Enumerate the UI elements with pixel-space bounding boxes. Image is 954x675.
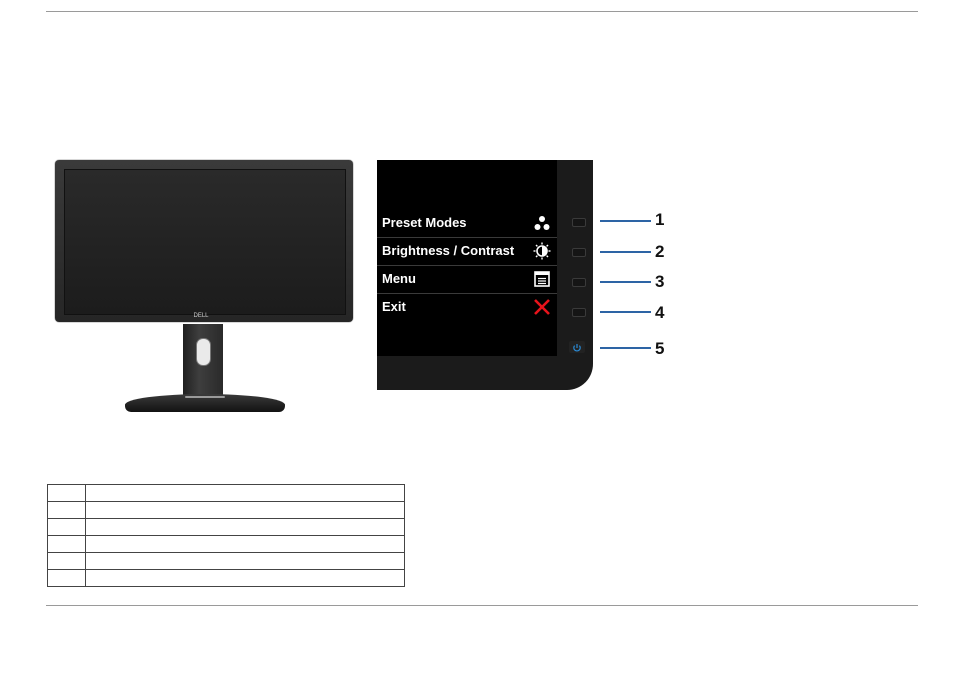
callout-line-4 bbox=[600, 311, 651, 313]
monitor-button-4[interactable] bbox=[572, 308, 586, 317]
monitor-button-3[interactable] bbox=[572, 278, 586, 287]
dell-logo: DELL bbox=[190, 313, 212, 319]
top-rule bbox=[46, 11, 918, 12]
preset-modes-icon bbox=[533, 214, 551, 232]
monitor-button-2[interactable] bbox=[572, 248, 586, 257]
bottom-rule bbox=[46, 605, 918, 606]
cable-management-slot bbox=[196, 338, 211, 366]
osd-item-label: Brightness / Contrast bbox=[382, 243, 514, 258]
callout-number-4: 4 bbox=[655, 303, 664, 323]
base-highlight bbox=[185, 396, 225, 398]
power-button[interactable] bbox=[569, 341, 585, 353]
table-cell-description bbox=[86, 570, 405, 587]
table-row bbox=[48, 570, 405, 587]
table-cell-number bbox=[48, 553, 86, 570]
callout-line-1 bbox=[600, 220, 651, 222]
table-cell-description bbox=[86, 485, 405, 502]
osd-item-brightness-contrast[interactable]: Brightness / Contrast bbox=[377, 238, 557, 266]
table-cell-description bbox=[86, 553, 405, 570]
osd-screen: Preset Modes Brightness / Contrast bbox=[377, 160, 557, 356]
callout-number-5: 5 bbox=[655, 339, 664, 359]
osd-item-label: Menu bbox=[382, 271, 416, 286]
osd-closeup: Preset Modes Brightness / Contrast bbox=[377, 160, 593, 392]
brightness-contrast-icon bbox=[533, 242, 551, 260]
menu-icon bbox=[533, 270, 551, 288]
table-cell-number bbox=[48, 519, 86, 536]
callout-line-2 bbox=[600, 251, 651, 253]
osd-item-menu[interactable]: Menu bbox=[377, 266, 557, 294]
monitor-screen bbox=[64, 169, 346, 315]
callout-line-3 bbox=[600, 281, 651, 283]
callout-number-1: 1 bbox=[655, 210, 664, 230]
monitor-stand-base bbox=[125, 394, 285, 412]
osd-item-exit[interactable]: Exit bbox=[377, 294, 557, 321]
exit-icon bbox=[533, 298, 551, 316]
table-cell-description bbox=[86, 519, 405, 536]
controls-table bbox=[47, 484, 405, 587]
monitor-front-view: DELL bbox=[50, 158, 360, 420]
monitor-bezel bbox=[55, 160, 353, 322]
osd-item-preset-modes[interactable]: Preset Modes bbox=[377, 210, 557, 238]
osd-item-label: Preset Modes bbox=[382, 215, 467, 230]
table-row bbox=[48, 502, 405, 519]
monitor-button-1[interactable] bbox=[572, 218, 586, 227]
table-cell-description bbox=[86, 536, 405, 553]
osd-item-label: Exit bbox=[382, 299, 406, 314]
table-row bbox=[48, 553, 405, 570]
callout-number-3: 3 bbox=[655, 272, 664, 292]
table-cell-number bbox=[48, 485, 86, 502]
table-cell-number bbox=[48, 536, 86, 553]
monitor-stand-neck bbox=[183, 324, 223, 396]
table-row bbox=[48, 536, 405, 553]
table-row bbox=[48, 485, 405, 502]
callout-number-2: 2 bbox=[655, 242, 664, 262]
table-cell-description bbox=[86, 502, 405, 519]
table-cell-number bbox=[48, 502, 86, 519]
power-icon bbox=[569, 342, 585, 354]
callout-line-5 bbox=[600, 347, 651, 349]
table-row bbox=[48, 519, 405, 536]
table-cell-number bbox=[48, 570, 86, 587]
